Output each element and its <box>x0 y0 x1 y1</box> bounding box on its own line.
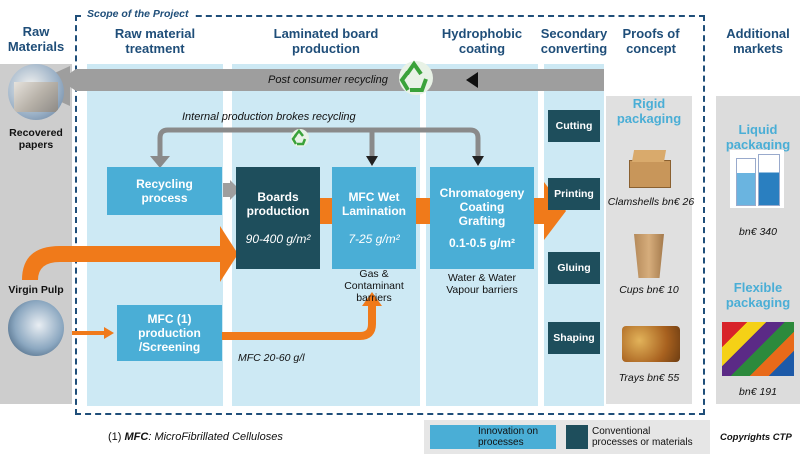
header-proofs: Proofs of concept <box>622 26 680 56</box>
mfc-output-flow <box>222 304 376 340</box>
flexible-packaging-title: Flexible packaging <box>725 280 791 310</box>
virgin-pulp-flow <box>22 246 222 280</box>
gas-barriers-label: Gas & Contaminant barriers <box>344 268 404 304</box>
header-additional: Additional markets <box>726 26 790 56</box>
mfc-wet-title: MFC Wet Lamination <box>341 190 406 218</box>
header-raw-treatment: Raw material treatment <box>114 26 196 56</box>
internal-arrowhead-left <box>150 156 170 168</box>
flexible-value: bn€ 191 <box>739 386 777 398</box>
legend-innovation-swatch <box>430 425 556 449</box>
internal-arrowhead-right <box>472 156 484 166</box>
liquid-value: bn€ 340 <box>739 226 777 238</box>
footnote-term: MFC <box>124 431 149 443</box>
mfc-production-box: MFC (1) production /Screening <box>117 305 222 361</box>
mfc-input-arrowhead <box>104 327 114 339</box>
recycle-icon-large <box>399 60 433 95</box>
mfc-wet-value: 7-25 g/m² <box>348 232 400 246</box>
legend-conventional-label: Conventional processes or materials <box>592 426 693 448</box>
virgin-pulp-photo <box>8 300 64 356</box>
cups-label: Cups bn€ 10 <box>619 284 679 296</box>
virgin-pulp-label: Virgin Pulp <box>8 284 64 296</box>
trays-label: Trays bn€ 55 <box>618 372 680 384</box>
chromatogeny-title: Chromatogeny Coating Grafting <box>439 186 525 228</box>
mfc-production-label: MFC (1) production /Screening <box>138 312 201 354</box>
header-raw-materials: Raw Materials <box>7 24 65 54</box>
mfc-concentration-label: MFC 20-60 g/l <box>238 352 305 364</box>
mfc-output-arrowhead <box>362 292 382 306</box>
footnote-rest: : MicroFibrillated Celluloses <box>148 431 283 443</box>
printing-step: Printing <box>548 178 600 210</box>
cutting-step: Cutting <box>548 110 600 142</box>
shaping-step: Shaping <box>548 322 600 354</box>
mfc-wet-lamination-box: MFC Wet Lamination 7-25 g/m² <box>332 167 416 269</box>
footnote: (1) MFC: MicroFibrillated Celluloses <box>108 431 283 443</box>
post-consumer-label: Post consumer recycling <box>268 74 388 86</box>
copyright-label: Copyrights CTP <box>720 432 792 443</box>
liquid-carton-image <box>730 150 784 208</box>
post-consumer-triangle <box>466 72 478 88</box>
scope-label: Scope of the Project <box>84 8 192 20</box>
header-laminated: Laminated board production <box>273 26 379 56</box>
recycling-process-label: Recycling process <box>136 177 193 205</box>
boards-production-box: Boards production 90-400 g/m² <box>236 167 320 269</box>
header-secondary: Secondary converting <box>540 26 608 56</box>
footnote-prefix: (1) <box>108 431 125 443</box>
recycle-icon-small <box>291 128 309 147</box>
recovered-papers-photo <box>8 64 64 120</box>
header-hydrophobic: Hydrophobic coating <box>441 26 523 56</box>
tray-image <box>622 326 680 362</box>
recycling-process-box: Recycling process <box>107 167 222 215</box>
recovered-papers-label: Recovered papers <box>9 127 63 151</box>
clamshell-image <box>629 150 671 188</box>
legend-innovation-label: Innovation on processes <box>478 426 539 448</box>
virgin-pulp-arrowhead <box>220 226 238 282</box>
boards-production-title: Boards production <box>246 190 310 218</box>
chromatogeny-value: 0.1-0.5 g/m² <box>448 236 516 250</box>
cup-image <box>634 234 664 278</box>
chromatogeny-box: Chromatogeny Coating Grafting 0.1-0.5 g/… <box>430 167 534 269</box>
legend-conventional-swatch <box>566 425 588 449</box>
flexible-packaging-image <box>722 322 794 376</box>
boards-production-value: 90-400 g/m² <box>245 232 311 246</box>
clamshells-label: Clamshells bn€ 26 <box>607 196 695 208</box>
water-barriers-label: Water & Water Vapour barriers <box>446 272 518 296</box>
legend: Innovation on processes Conventional pro… <box>424 420 710 454</box>
post-consumer-arrow <box>60 69 604 91</box>
rigid-packaging-title: Rigid packaging <box>616 96 682 126</box>
gluing-step: Gluing <box>548 252 600 284</box>
internal-arrowhead-mid <box>366 156 378 166</box>
project-scope-border <box>75 15 705 415</box>
liquid-packaging-title: Liquid packaging <box>725 122 791 152</box>
internal-recycling-loop <box>157 127 481 162</box>
internal-recycling-label: Internal production brokes recycling <box>182 111 356 123</box>
